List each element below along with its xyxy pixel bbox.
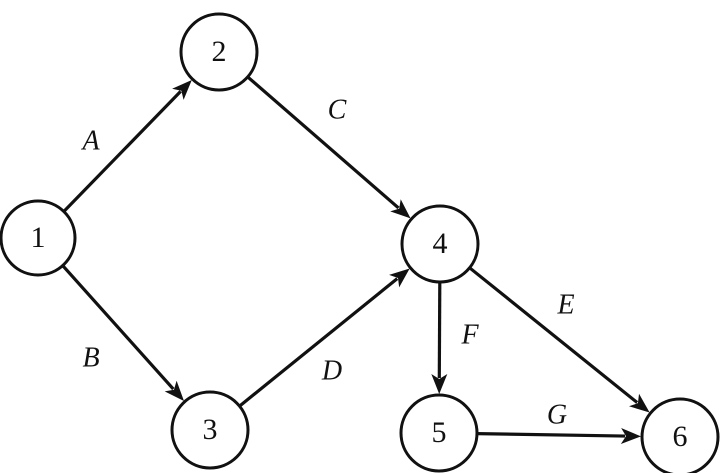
edge-label-F: F — [460, 319, 479, 350]
node-circle-4 — [400, 204, 480, 284]
arrowhead-C — [390, 199, 411, 219]
arrowhead-D — [389, 268, 410, 288]
edge-E — [468, 266, 650, 413]
edge-line-E — [468, 266, 639, 404]
arrowhead-F — [431, 373, 448, 395]
node-label-4: 4 — [433, 227, 448, 260]
edge-B — [61, 264, 184, 401]
edge-line-C — [246, 75, 400, 210]
arrowhead-G — [620, 428, 642, 445]
node-circle-5 — [399, 393, 479, 473]
nodes-layer: 1 2 3 4 5 6 — [0, 12, 720, 473]
node-label-6: 6 — [673, 420, 688, 453]
node-4: 4 — [400, 204, 480, 284]
node-circle-2 — [179, 12, 259, 92]
node-label-5: 5 — [432, 416, 447, 449]
arrowhead-A — [172, 79, 192, 100]
edge-label-A: A — [80, 125, 100, 156]
node-label-1: 1 — [31, 221, 46, 254]
node-6: 6 — [640, 397, 720, 473]
node-1: 1 — [0, 199, 77, 277]
edge-line-B — [61, 264, 175, 391]
node-circle-6 — [640, 397, 720, 473]
edge-labels-layer: A B C D E F G — [80, 94, 574, 430]
node-label-2: 2 — [212, 35, 227, 68]
edge-line-F — [437, 281, 442, 379]
edge-G — [476, 428, 642, 445]
edge-label-D: D — [321, 355, 342, 386]
edge-A — [62, 79, 192, 213]
node-5: 5 — [399, 393, 479, 473]
arrowhead-B — [164, 380, 184, 401]
edge-D — [238, 268, 410, 408]
edge-label-E: E — [556, 289, 574, 320]
edge-line-A — [62, 90, 182, 213]
edge-label-G: G — [547, 399, 567, 430]
node-label-3: 3 — [203, 413, 218, 446]
edge-label-C: C — [328, 94, 347, 125]
edge-line-D — [238, 277, 399, 408]
node-2: 2 — [179, 12, 259, 92]
edge-line-G — [476, 432, 626, 438]
edges-layer — [61, 75, 650, 445]
edge-F — [431, 281, 448, 395]
arrowhead-E — [629, 393, 650, 413]
edge-C — [246, 75, 411, 219]
node-circle-1 — [0, 199, 77, 277]
node-circle-3 — [170, 390, 250, 470]
edge-label-B: B — [82, 342, 99, 373]
node-3: 3 — [170, 390, 250, 470]
